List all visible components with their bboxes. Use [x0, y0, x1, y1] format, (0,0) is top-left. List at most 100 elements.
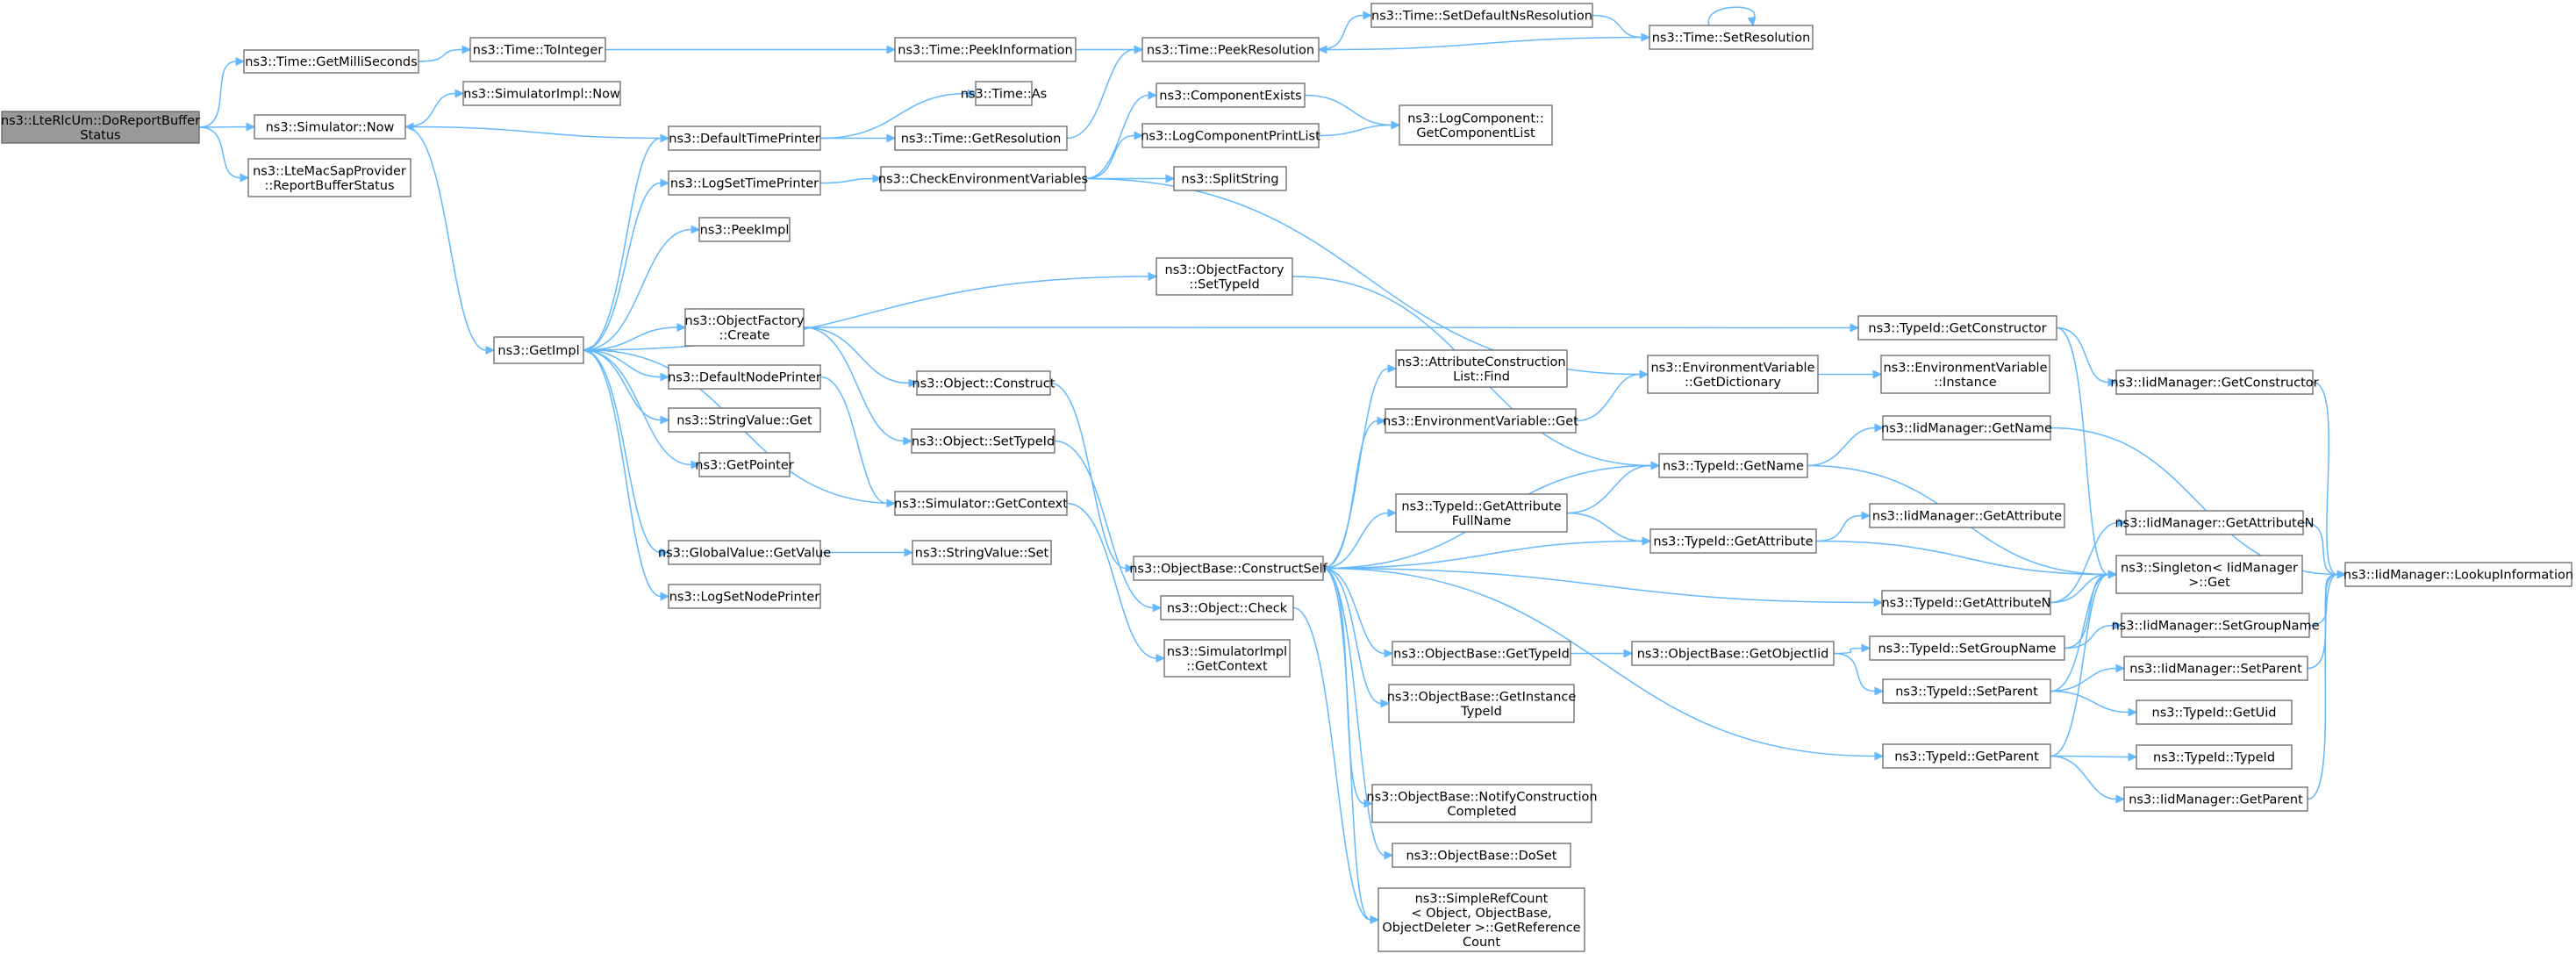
- node-ob-do-set[interactable]: ns3::ObjectBase::DoSet: [1392, 843, 1571, 868]
- node-def-time-printer[interactable]: ns3::DefaultTimePrinter: [668, 126, 821, 151]
- node-label: ns3::Time::SetDefaultNsResolution: [1371, 10, 1592, 24]
- node-gv-get-value[interactable]: ns3::GlobalValue::GetValue: [658, 540, 831, 565]
- node-set-res[interactable]: ns3::Time::SetResolution: [1649, 25, 1814, 50]
- node-iid-get-attr-n[interactable]: ns3::IidManager::GetAttributeN: [2114, 510, 2315, 535]
- node-str-val-set[interactable]: ns3::StringValue::Set: [912, 540, 1052, 565]
- node-sim-get-ctx[interactable]: ns3::Simulator::GetContext: [894, 491, 1068, 516]
- node-box: [1385, 408, 1577, 434]
- node-tid-get-ctor[interactable]: ns3::TypeId::GetConstructor: [1857, 315, 2057, 341]
- node-iid-get-name[interactable]: ns3::IidManager::GetName: [1881, 415, 2052, 441]
- node-iid-set-group[interactable]: ns3::IidManager::SetGroupName: [2111, 613, 2320, 638]
- node-get-milli[interactable]: ns3::Time::GetMilliSeconds: [243, 49, 419, 74]
- edge-sim-now-to-sim-impl-now: [404, 89, 465, 128]
- node-label: ::SetTypeId: [1189, 277, 1259, 291]
- node-peek-info[interactable]: ns3::Time::PeekInformation: [894, 37, 1077, 62]
- node-label: ns3::TypeId::SetGroupName: [1878, 642, 2056, 656]
- node-iid-get-ctor[interactable]: ns3::IidManager::GetConstructor: [2110, 369, 2319, 395]
- node-tid-get-attr-n[interactable]: ns3::TypeId::GetAttributeN: [1881, 590, 2051, 615]
- node-iid-set-parent[interactable]: ns3::IidManager::SetParent: [2123, 656, 2308, 681]
- node-box: [916, 370, 1051, 396]
- node-label: ns3::ObjectBase::GetTypeId: [1393, 648, 1570, 662]
- node-iid-get-attr[interactable]: ns3::IidManager::GetAttribute: [1869, 503, 2065, 528]
- node-label: ns3::TypeId::GetAttribute: [1401, 499, 1561, 513]
- node-box: [894, 126, 1068, 151]
- node-obj-check[interactable]: ns3::Object::Check: [1160, 595, 1294, 620]
- node-label: < Object, ObjectBase,: [1411, 907, 1551, 921]
- node-of-create[interactable]: ns3::ObjectFactory::Create: [684, 308, 805, 347]
- node-str-val-get[interactable]: ns3::StringValue::Get: [668, 407, 821, 433]
- node-box: [1882, 743, 2051, 769]
- node-ob-get-obj-iid[interactable]: ns3::ObjectBase::GetObjectIid: [1631, 641, 1835, 666]
- node-peek-impl[interactable]: ns3::PeekImpl: [698, 217, 791, 242]
- node-sim-impl-ctx[interactable]: ns3::SimulatorImpl::GetContext: [1163, 639, 1291, 678]
- node-log-comp-list[interactable]: ns3::LogComponent::GetComponentList: [1399, 104, 1553, 146]
- node-box: [880, 166, 1086, 191]
- node-get-res[interactable]: ns3::Time::GetResolution: [894, 126, 1068, 151]
- edge-tid-get-attr-to-iid-get-attr: [1815, 511, 1871, 542]
- node-box: [1392, 843, 1571, 868]
- edge-log-set-time-to-check-env: [819, 174, 883, 184]
- node-of-set-type-id[interactable]: ns3::ObjectFactory::SetTypeId: [1156, 257, 1293, 296]
- node-obj-set-type-id[interactable]: ns3::Object::SetTypeId: [911, 428, 1055, 454]
- node-tid-get-parent[interactable]: ns3::TypeId::GetParent: [1882, 743, 2051, 769]
- node-time-as[interactable]: ns3::Time::As: [961, 81, 1047, 106]
- node-singleton-get[interactable]: ns3::Singleton< IidManager >::Get: [2115, 555, 2303, 594]
- node-box: [254, 114, 406, 140]
- node-tid-type-id[interactable]: ns3::TypeId::TypeId: [2136, 744, 2293, 770]
- node-tid-get-attr[interactable]: ns3::TypeId::GetAttribute: [1649, 528, 1817, 554]
- edge-root-to-lte-mac: [198, 126, 250, 183]
- node-lte-mac[interactable]: ns3::LteMacSapProvider::ReportBufferStat…: [247, 158, 411, 197]
- node-to-integer[interactable]: ns3::Time::ToInteger: [469, 37, 606, 62]
- node-label: ns3::Object::SetTypeId: [912, 435, 1055, 449]
- edge-ob-get-obj-iid-to-tid-set-parent: [1833, 652, 1885, 696]
- node-ob-get-type-id[interactable]: ns3::ObjectBase::GetTypeId: [1392, 641, 1571, 666]
- node-tid-set-group[interactable]: ns3::TypeId::SetGroupName: [1869, 635, 2065, 661]
- node-check-env[interactable]: ns3::CheckEnvironmentVariables: [878, 166, 1088, 191]
- node-iid-lookup[interactable]: ns3::IidManager::LookupInformation: [2343, 562, 2573, 587]
- node-tid-get-uid[interactable]: ns3::TypeId::GetUid: [2136, 699, 2293, 725]
- node-iid-get-parent[interactable]: ns3::IidManager::GetParent: [2123, 786, 2308, 812]
- edge-obj-set-type-id-to-obj-check: [1054, 440, 1163, 613]
- node-tid-set-parent[interactable]: ns3::TypeId::SetParent: [1882, 678, 2051, 704]
- node-peek-res[interactable]: ns3::Time::PeekResolution: [1141, 37, 1320, 62]
- node-box: [698, 452, 791, 477]
- node-log-comp-print[interactable]: ns3::LogComponentPrintList: [1141, 123, 1320, 148]
- node-sim-now[interactable]: ns3::Simulator::Now: [254, 114, 406, 140]
- node-label: ns3::GlobalValue::GetValue: [658, 547, 831, 561]
- node-box: [469, 37, 606, 62]
- node-src-get-ref[interactable]: ns3::SimpleRefCount< Object, ObjectBase,…: [1377, 887, 1585, 952]
- node-log-set-node[interactable]: ns3::LogSetNodePrinter: [668, 584, 821, 609]
- node-label: ns3::IidManager::LookupInformation: [2343, 569, 2573, 583]
- node-sim-impl-now[interactable]: ns3::SimulatorImpl::Now: [462, 81, 621, 106]
- node-label: ::Instance: [1934, 376, 1997, 390]
- node-set-def-ns[interactable]: ns3::Time::SetDefaultNsResolution: [1370, 3, 1593, 28]
- node-split-str[interactable]: ns3::SplitString: [1173, 166, 1287, 191]
- edge-tid-get-name-to-iid-get-name: [1807, 423, 1885, 467]
- node-env-get-dict[interactable]: ns3::EnvironmentVariable::GetDictionary: [1647, 355, 1819, 394]
- node-label: ns3::TypeId::GetUid: [2152, 707, 2277, 721]
- node-obj-construct[interactable]: ns3::Object::Construct: [912, 370, 1055, 396]
- edge-iid-get-parent-to-iid-lookup: [2307, 570, 2347, 800]
- node-env-get[interactable]: ns3::EnvironmentVariable::Get: [1383, 408, 1578, 434]
- node-ob-notify[interactable]: ns3::ObjectBase::NotifyConstructionCompl…: [1366, 784, 1598, 823]
- node-get-impl[interactable]: ns3::GetImpl: [493, 336, 584, 364]
- node-get-pointer[interactable]: ns3::GetPointer: [695, 452, 794, 477]
- node-label: ns3::ObjectFactory: [1165, 263, 1284, 277]
- node-env-instance[interactable]: ns3::EnvironmentVariable::Instance: [1880, 355, 2050, 394]
- edge-get-milli-to-to-integer: [418, 45, 472, 62]
- node-obj-base-cs[interactable]: ns3::ObjectBase::ConstructSelf: [1129, 556, 1328, 581]
- node-box: [1156, 257, 1293, 296]
- node-def-node-printer[interactable]: ns3::DefaultNodePrinter: [668, 364, 821, 390]
- node-tid-get-name[interactable]: ns3::TypeId::GetName: [1658, 453, 1808, 478]
- node-box: [1377, 887, 1585, 952]
- node-comp-exists[interactable]: ns3::ComponentExists: [1156, 82, 1306, 108]
- edge-get-impl-to-peek-impl: [583, 225, 701, 351]
- node-box: [1388, 684, 1575, 723]
- edge-obj-check-to-src-get-ref: [1292, 606, 1380, 924]
- node-log-set-time[interactable]: ns3::LogSetTimePrinter: [668, 170, 821, 196]
- edge-tid-get-ctor-to-singleton-get: [2056, 326, 2118, 579]
